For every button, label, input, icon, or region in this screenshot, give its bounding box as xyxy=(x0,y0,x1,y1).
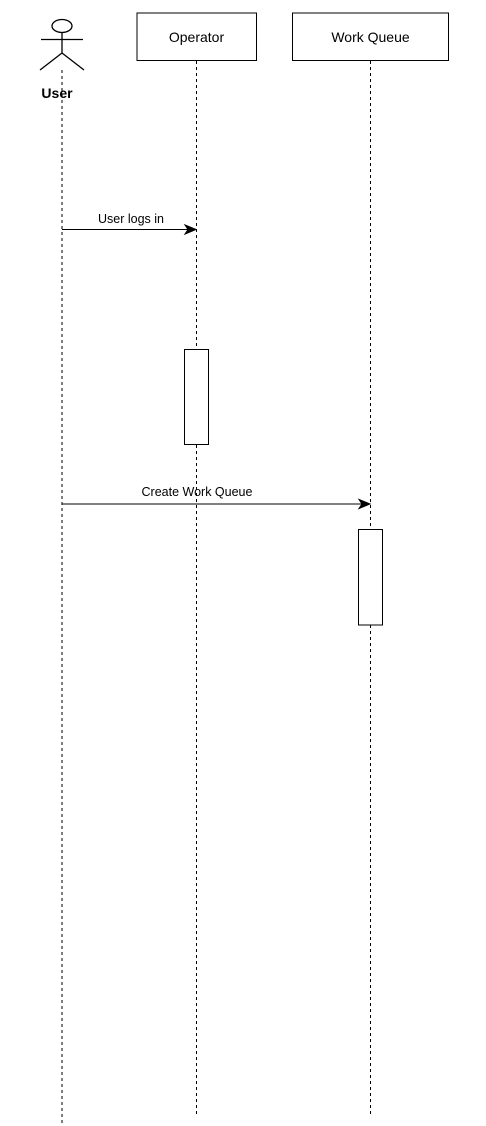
work-queue-label: Work Queue xyxy=(331,29,410,45)
work-queue-activation-bar[interactable] xyxy=(358,529,383,626)
work-queue-participant[interactable]: Work Queue xyxy=(292,12,449,61)
message-label: User logs in xyxy=(98,212,164,226)
message-label: Create Work Queue xyxy=(142,485,253,499)
user-actor-label: User xyxy=(41,85,73,101)
operator-activation-bar[interactable] xyxy=(184,349,209,445)
user-actor[interactable]: User xyxy=(39,18,85,102)
operator-participant[interactable]: Operator xyxy=(136,12,257,61)
operator-box xyxy=(136,12,257,61)
message-create-work-queue[interactable]: Create Work Queue xyxy=(62,485,372,510)
stick-figure-icon xyxy=(39,18,85,71)
message-user-logs-in[interactable]: User logs in xyxy=(62,212,198,236)
work-queue-box xyxy=(292,12,449,61)
arrowhead-icon xyxy=(357,498,372,510)
arrowhead-icon xyxy=(183,223,198,236)
operator-label: Operator xyxy=(169,29,225,45)
